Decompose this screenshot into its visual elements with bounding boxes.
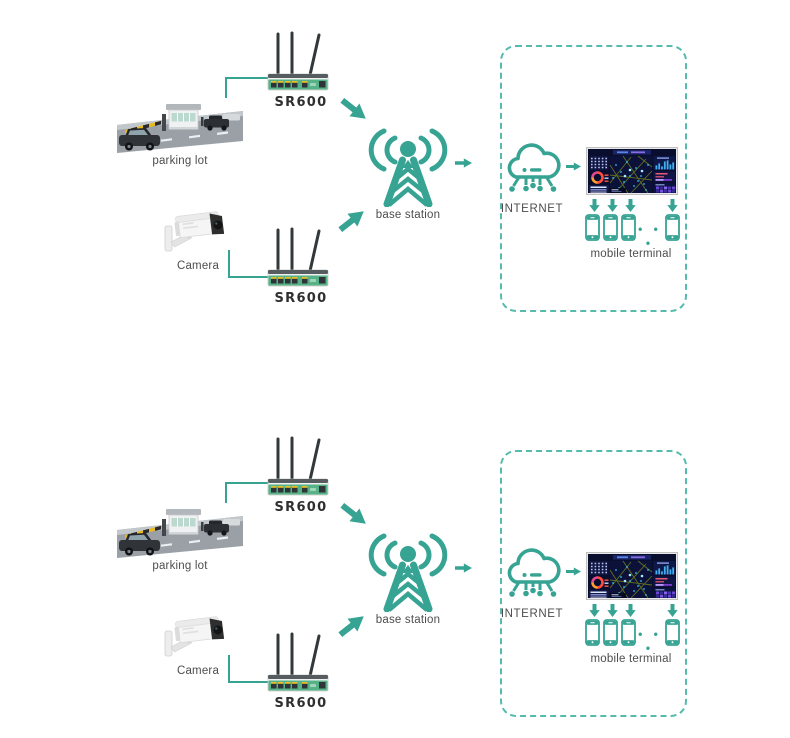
router-icon [262,30,340,92]
router-icon [262,226,340,288]
connector-line [225,77,227,98]
connector-line [225,482,227,503]
down-arrow-icon [625,604,636,617]
router-icon [262,435,340,497]
ellipsis-dots: • • • [638,627,662,655]
smartphone-icon [603,619,618,646]
internet-zone-border [500,45,687,312]
arrow-icon [455,157,472,169]
internet-label: INTERNET [500,608,564,620]
arrow-icon [455,562,472,574]
down-arrow-icon [607,199,618,212]
down-arrow-icon [667,604,678,617]
cctv-camera-icon [158,611,238,663]
cloud-network-icon [504,544,562,606]
arrow-icon [337,499,371,531]
connector-line [225,77,270,79]
base-station-label: base station [375,209,441,221]
camera-label: Camera [176,665,220,677]
smartphone-icon [603,214,618,241]
base-station-label: base station [375,614,441,626]
down-arrow-icon [589,199,600,212]
router-model-label: SR600 [274,696,328,711]
arrow-icon [566,161,581,172]
camera-label: Camera [176,260,220,272]
parking-lot-photo [117,97,243,153]
connector-line [228,681,270,683]
connector-line [228,250,230,278]
internet-zone-border [500,450,687,717]
cloud-network-icon [504,139,562,201]
router-model-label: SR600 [274,500,328,515]
router-icon [262,631,340,693]
internet-label: INTERNET [500,203,564,215]
network-diagram-2: parking lot SR600 Camera SR600 base stat… [0,405,790,735]
dashboard-screen [586,552,678,600]
smartphone-icon [585,214,600,241]
smartphone-icon [585,619,600,646]
smartphone-icon [665,214,680,241]
down-arrow-icon [607,604,618,617]
router-model-label: SR600 [274,95,328,110]
connector-line [228,655,230,683]
router-model-label: SR600 [274,291,328,306]
radio-tower-icon [368,127,448,207]
arrow-icon [337,94,371,126]
down-arrow-icon [667,199,678,212]
connector-line [225,482,270,484]
mobile-terminal-label: mobile terminal [590,248,672,260]
cctv-camera-icon [158,206,238,258]
parking-lot-label: parking lot [152,155,208,167]
network-diagram-1: parking lot SR600 Camera SR600 base stat… [0,0,790,330]
smartphone-icon [665,619,680,646]
mobile-terminal-label: mobile terminal [590,653,672,665]
radio-tower-icon [368,532,448,612]
arrow-icon [566,566,581,577]
parking-lot-label: parking lot [152,560,208,572]
down-arrow-icon [589,604,600,617]
dashboard-screen [586,147,678,195]
parking-lot-photo [117,502,243,558]
down-arrow-icon [625,199,636,212]
smartphone-icon [621,619,636,646]
connector-line [228,276,270,278]
smartphone-icon [621,214,636,241]
ellipsis-dots: • • • [638,222,662,250]
